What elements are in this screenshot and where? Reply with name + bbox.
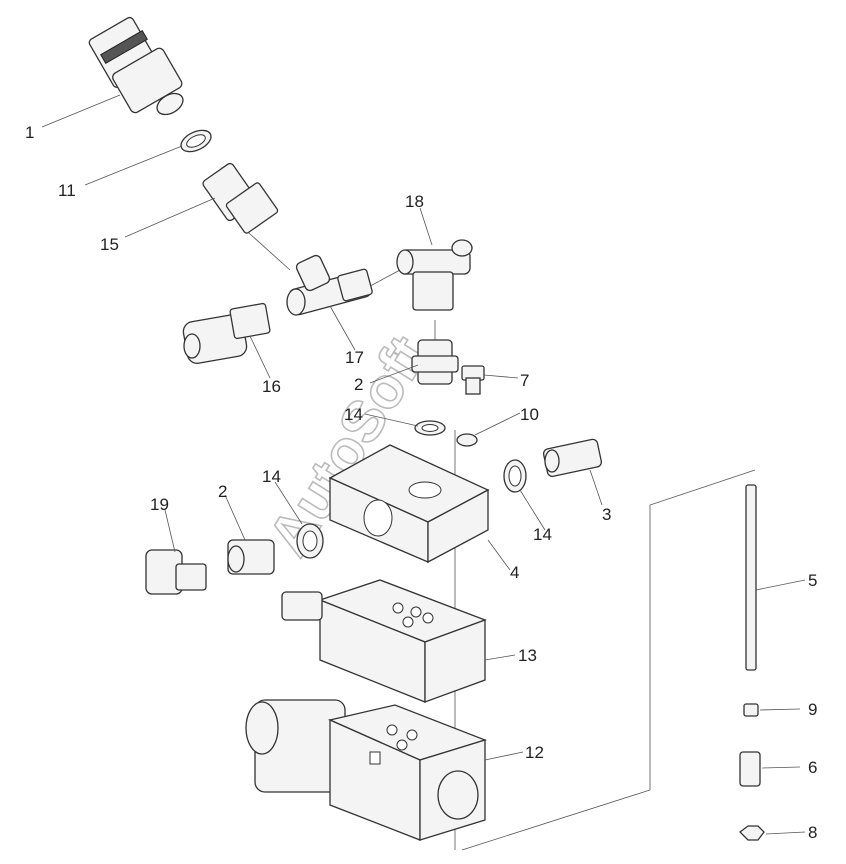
- callout-12: 12: [525, 743, 544, 762]
- callout-18: 18: [405, 192, 424, 211]
- callout-7: 7: [520, 371, 529, 390]
- callout-10: 10: [520, 405, 539, 424]
- part-7-plug: [461, 365, 485, 395]
- part-5-tie-rod: [745, 484, 757, 671]
- callouts: 1 11 15 18 16 17 2 7 14 10 14 3 19 2 14 …: [25, 123, 817, 842]
- part-8-nut: [739, 825, 765, 841]
- callout-16: 16: [262, 377, 281, 396]
- part-15-adapter: [202, 162, 279, 234]
- part-16-elbow-fitting: [182, 302, 271, 364]
- part-3-union-right: [542, 438, 603, 478]
- callout-4: 4: [510, 563, 519, 582]
- callout-14-right: 14: [533, 525, 552, 544]
- callout-9: 9: [808, 700, 817, 719]
- part-9-nut: [743, 703, 759, 717]
- callout-1: 1: [25, 123, 34, 142]
- callout-14-top: 14: [344, 405, 363, 424]
- callout-8: 8: [808, 823, 817, 842]
- leader-lines: [41, 94, 806, 835]
- part-17-tee-fitting: [286, 254, 373, 316]
- part-1-pressure-sensor: [88, 16, 184, 116]
- part-2-union-lower: [227, 539, 275, 575]
- part-10-washer: [456, 433, 478, 447]
- callout-2-upper: 2: [354, 375, 363, 394]
- part-2-union-upper: [411, 339, 459, 385]
- callout-5: 5: [808, 571, 817, 590]
- callout-3: 3: [602, 505, 611, 524]
- part-12-solenoid-valve: [245, 699, 487, 841]
- callout-11: 11: [58, 181, 76, 200]
- part-13-valve-module: [281, 579, 487, 703]
- callout-19: 19: [150, 495, 169, 514]
- callout-13: 13: [518, 646, 537, 665]
- callout-2-lower: 2: [218, 482, 227, 501]
- part-4-valve-block: [328, 444, 490, 564]
- callout-15: 15: [100, 235, 119, 254]
- callout-17: 17: [345, 348, 364, 367]
- callout-14-left: 14: [262, 467, 281, 486]
- part-6-fitting: [739, 751, 761, 787]
- part-18-tee-fitting: [396, 239, 473, 311]
- part-19-elbow: [145, 549, 207, 595]
- callout-6: 6: [808, 758, 817, 777]
